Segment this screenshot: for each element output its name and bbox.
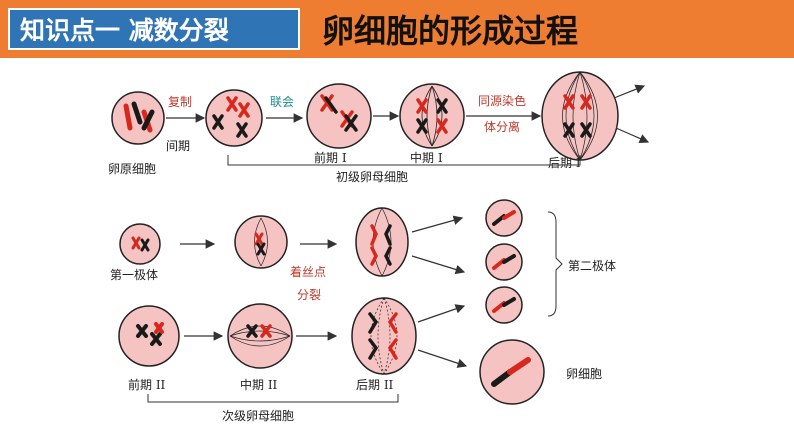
egg-cell <box>480 340 544 404</box>
second-polar-body-cell <box>486 287 522 323</box>
label-primary-oocyte: 初级卵母细胞 <box>336 170 408 184</box>
label-egg-cell: 卵细胞 <box>566 367 602 381</box>
anaphase2-cell <box>352 298 416 374</box>
label-second-polar-body: 第二极体 <box>568 259 616 273</box>
label-oogonium: 卵原细胞 <box>108 162 156 176</box>
header-bar: 知识点一 减数分裂 卵细胞的形成过程 <box>0 0 794 58</box>
replicated-cell <box>206 90 262 146</box>
metaphase1-cell <box>400 84 464 148</box>
oogenesis-diagram: 复制 间期 卵原细胞 联会 前期 I <box>0 58 794 447</box>
label-secondary-oocyte: 次级卵母细胞 <box>222 409 294 423</box>
label-centromere-split-1: 着丝点 <box>290 264 326 279</box>
label-prophase1: 前期 I <box>314 150 347 165</box>
page-title: 卵细胞的形成过程 <box>322 8 578 50</box>
label-anaphase2: 后期 II <box>356 378 394 392</box>
label-first-polar-body: 第一极体 <box>110 268 158 282</box>
label-metaphase1: 中期 I <box>410 150 443 165</box>
second-polar-body-cell <box>486 244 522 280</box>
label-replicate: 复制 <box>168 95 192 109</box>
label-homolog-sep-2: 体分离 <box>484 119 520 134</box>
section-tag: 知识点一 减数分裂 <box>8 8 300 50</box>
label-interphase: 间期 <box>166 139 190 153</box>
anaphase1-cell <box>542 72 618 160</box>
prophase2-cell <box>119 306 179 366</box>
second-polar-body-cell <box>486 200 522 236</box>
label-synapsis: 联会 <box>270 95 294 109</box>
label-metaphase2: 中期 II <box>240 377 278 392</box>
polar-body-metaphase-cell <box>235 216 287 268</box>
label-homolog-sep-1: 同源染色 <box>478 93 526 108</box>
label-prophase2: 前期 II <box>128 377 166 392</box>
label-centromere-split-2: 分裂 <box>297 288 321 302</box>
metaphase2-cell <box>228 304 292 368</box>
prophase1-cell <box>307 84 371 148</box>
label-anaphase1: 后期 I <box>548 156 581 170</box>
oogonium-cell <box>112 92 164 144</box>
polar-body-anaphase-cell <box>356 208 408 276</box>
first-polar-body-cell <box>120 224 160 264</box>
second-polar-body-bracket <box>548 212 562 316</box>
secondary-oocyte-bracket <box>148 394 398 402</box>
primary-oocyte-bracket <box>228 155 580 165</box>
